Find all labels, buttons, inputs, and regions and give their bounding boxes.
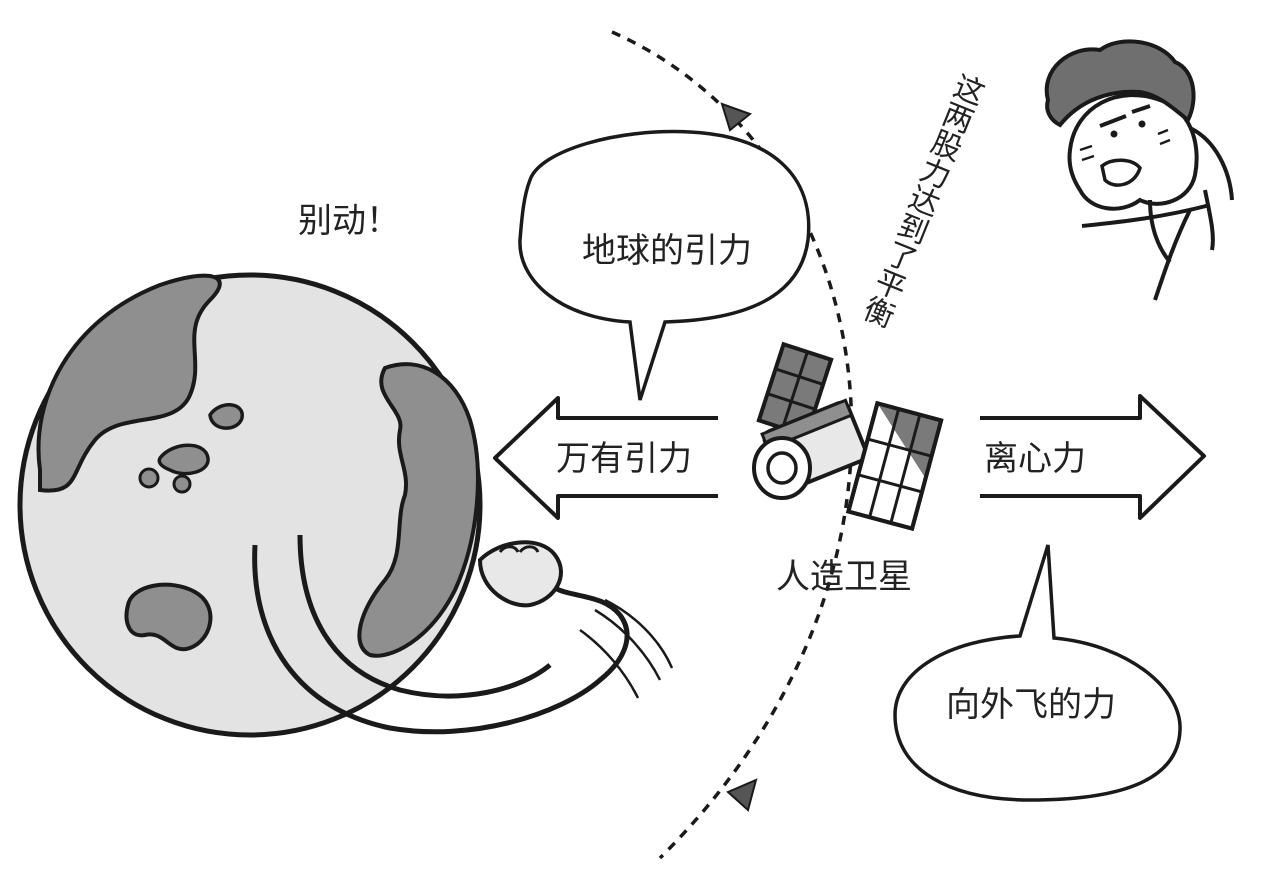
earth-arm-icon (252, 534, 674, 735)
person-face-icon (1044, 39, 1234, 301)
earth-icon (17, 272, 483, 738)
earth-shout-label: 别动！ (298, 201, 400, 241)
centrifugal-arrow-label: 离心力 (984, 439, 1086, 479)
satellite-icon (752, 341, 944, 532)
gravity-speech-bubble: 地球的引力 (518, 129, 811, 401)
centrifugal-arrow: 离心力 (980, 394, 1206, 520)
orbit-path (611, 30, 854, 860)
gravity-bubble-label: 地球的引力 (582, 231, 752, 271)
balance-note-label: 这两股力达到了平衡 (854, 67, 989, 331)
gravity-arrow-label: 万有引力 (556, 439, 692, 479)
outward-bubble-label: 向外飞的力 (946, 685, 1116, 725)
orbit-arrowhead-top (720, 102, 753, 132)
balance-caption: 这两股力达到了平衡 (854, 67, 989, 331)
outward-speech-bubble: 向外飞的力 (893, 544, 1182, 802)
orbit-arrowhead-bottom (726, 778, 758, 812)
satellite-label: 人造卫星 (776, 557, 912, 597)
gravity-arrow: 万有引力 (493, 396, 718, 520)
